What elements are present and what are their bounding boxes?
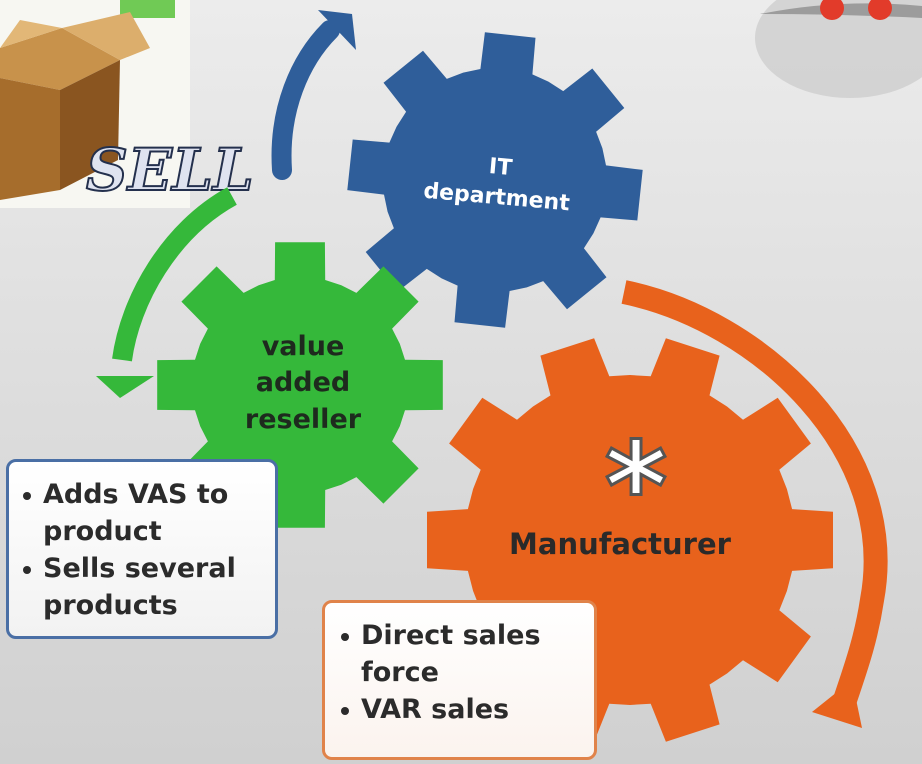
green-arrow bbox=[96, 187, 237, 398]
blue-arrow bbox=[271, 10, 356, 180]
asterisk-icon: * bbox=[605, 418, 668, 557]
it-gear bbox=[347, 32, 643, 328]
manufacturer-gear-label: Manufacturer bbox=[509, 527, 732, 561]
var-gear-label-line3: reseller bbox=[245, 404, 362, 435]
orange-arrow bbox=[621, 280, 888, 728]
var-gear-label-line2: added bbox=[256, 367, 351, 398]
manufacturer-note-item: Direct sales force bbox=[339, 617, 584, 691]
figure-clipart bbox=[755, 0, 922, 98]
manufacturer-note-item: VAR sales bbox=[339, 691, 584, 728]
it-gear-label-line1: IT bbox=[488, 154, 513, 181]
var-gear-label-line1: value bbox=[262, 331, 345, 362]
var-gear bbox=[157, 242, 443, 528]
var-note-item: Adds VAS to product bbox=[21, 476, 265, 550]
manufacturer-notes-box: Direct sales force VAR sales bbox=[322, 600, 597, 760]
box-sell-clipart: SELL bbox=[0, 0, 255, 208]
var-notes-box: Adds VAS to product Sells several produc… bbox=[6, 459, 278, 639]
var-note-item: Sells several products bbox=[21, 550, 265, 624]
